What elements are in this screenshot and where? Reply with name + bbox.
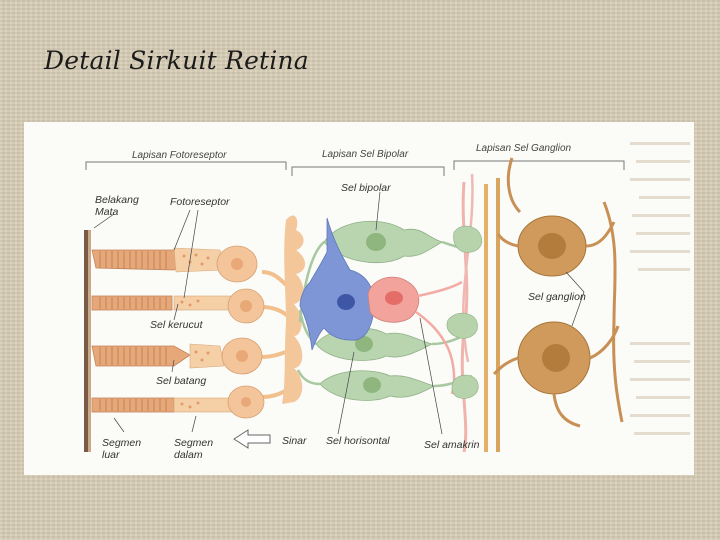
inner-segments bbox=[173, 247, 235, 413]
label-back-of-eye-2: Mata bbox=[95, 206, 119, 218]
label-horizontal-cell: Sel horisontal bbox=[326, 435, 390, 447]
disc-stripes bbox=[99, 251, 167, 411]
label-inner-segment-2: dalam bbox=[174, 449, 203, 461]
ganglion-cells bbox=[492, 215, 620, 428]
label-inner-segment-1: Segmen bbox=[174, 437, 213, 449]
slide-title: Detail Sirkuit Retina bbox=[44, 46, 309, 75]
label-amacrine-cell: Sel amakrin bbox=[424, 439, 480, 451]
label-ganglion-cell: Sel ganglion bbox=[528, 291, 586, 303]
label-outer-segment-1: Segmen bbox=[102, 437, 141, 449]
ganglion-axons bbox=[460, 157, 624, 453]
label-light: Sinar bbox=[282, 435, 307, 447]
label-cone-cell: Sel kerucut bbox=[150, 319, 204, 331]
label-bipolar-cell: Sel bipolar bbox=[341, 182, 391, 194]
photoreceptor-synaptic-column bbox=[282, 215, 306, 404]
back-of-eye-wall bbox=[84, 230, 91, 452]
photoreceptor-cell-bodies bbox=[216, 245, 265, 419]
photoreceptor-nuclei bbox=[231, 258, 252, 407]
header-ganglion-layer: Lapisan Sel Ganglion bbox=[476, 143, 572, 154]
horizontal-cell bbox=[299, 217, 375, 351]
page-bleed-text bbox=[630, 142, 690, 435]
bipolar-nuclei bbox=[355, 233, 386, 393]
retina-circuit-figure: Lapisan Fotoreseptor Lapisan Sel Bipolar… bbox=[24, 122, 694, 475]
label-photoreceptor: Fotoreseptor bbox=[170, 196, 230, 208]
retina-diagram: Lapisan Fotoreseptor Lapisan Sel Bipolar… bbox=[84, 142, 690, 461]
leader-lines bbox=[93, 191, 585, 435]
layer-brackets bbox=[85, 160, 625, 176]
ganglion-layer-processes bbox=[446, 225, 483, 399]
label-rod-cell: Sel batang bbox=[156, 375, 206, 387]
mitochondria-dots bbox=[180, 253, 210, 409]
light-direction-arrow bbox=[233, 429, 271, 449]
label-back-of-eye-1: Belakang bbox=[95, 194, 139, 206]
header-bipolar-layer: Lapisan Sel Bipolar bbox=[322, 149, 409, 160]
outer-segments bbox=[91, 249, 191, 413]
label-outer-segment-2: luar bbox=[102, 449, 120, 461]
header-photoreceptor-layer: Lapisan Fotoreseptor bbox=[132, 150, 227, 161]
